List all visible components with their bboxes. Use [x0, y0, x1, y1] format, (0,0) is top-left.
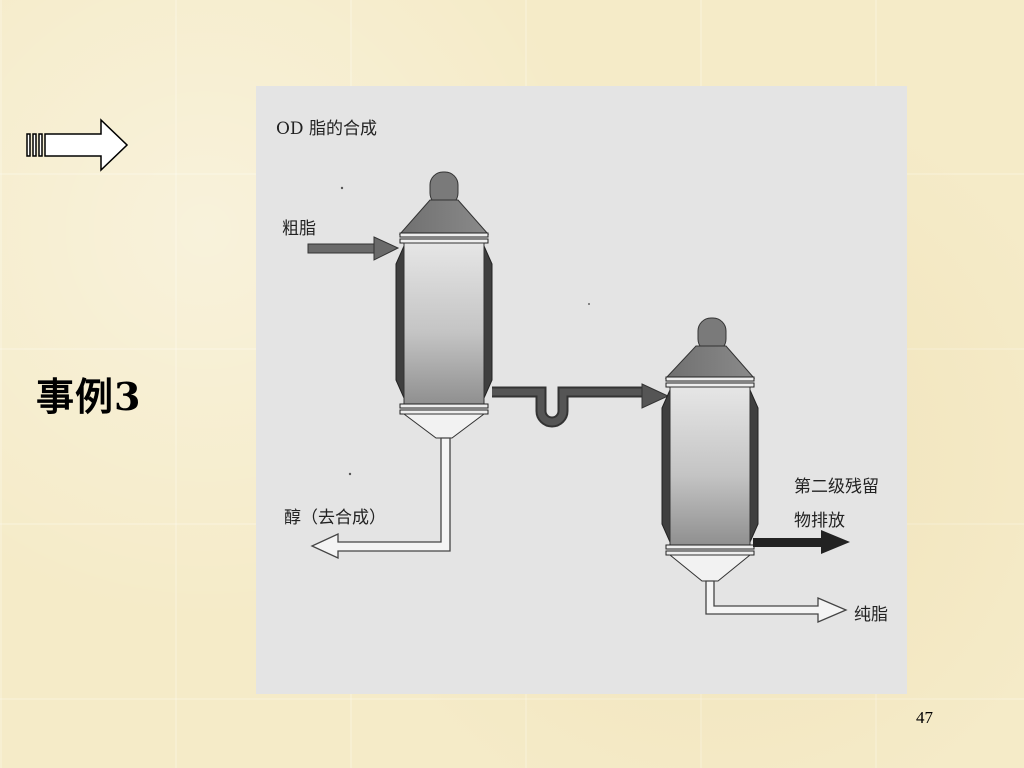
- label-residue-line1: 第二级残留: [794, 477, 879, 497]
- alcohol-outlet-pipe: [310, 437, 451, 560]
- residue-discharge-arrow: [753, 530, 850, 554]
- process-diagram-graphic: [307, 171, 850, 623]
- label-pure-fat: 纯脂: [854, 605, 888, 625]
- right-arrow-icon[interactable]: [26, 118, 130, 172]
- pure-fat-outlet-pipe: [705, 580, 848, 623]
- label-crude-fat: 粗脂: [282, 219, 316, 239]
- crude-fat-inlet-arrow: [307, 236, 400, 261]
- label-residue-line2: 物排放: [794, 511, 845, 531]
- column-2: [661, 317, 759, 582]
- column-1: [395, 171, 493, 439]
- process-diagram: OD 脂的合成 粗脂 醇（去合成） 第二级残留 物排放 纯脂: [256, 86, 907, 694]
- diagram-caption: OD 脂的合成: [276, 119, 377, 139]
- transfer-pipe: [492, 383, 670, 428]
- label-alcohol: 醇（去合成）: [284, 508, 386, 528]
- slide-title: 事例3: [36, 374, 142, 419]
- page-number: 47: [916, 708, 933, 727]
